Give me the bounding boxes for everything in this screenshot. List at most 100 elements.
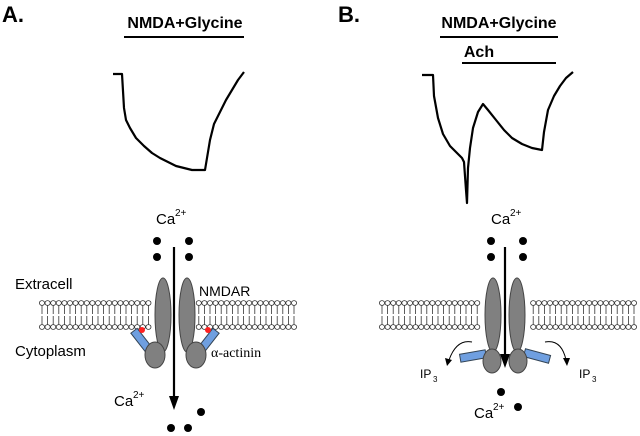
lipid-head: [535, 300, 542, 306]
lipid-head: [474, 324, 481, 330]
lipid-head: [412, 300, 419, 306]
panel-a-ca-top-label: Ca: [156, 211, 176, 228]
nmdar-subunit-right: [178, 277, 196, 353]
lipid-head: [390, 324, 397, 330]
lipid-head: [39, 324, 46, 330]
lipid-head: [44, 300, 51, 306]
lipid-head: [89, 300, 96, 306]
lipid-head: [608, 300, 615, 306]
panel-a-label: A.: [2, 2, 24, 27]
lipid-head: [262, 324, 269, 330]
lipid-head: [67, 300, 74, 306]
lipid-head: [401, 300, 408, 306]
lipid-head: [72, 324, 79, 330]
lipid-head: [552, 300, 559, 306]
lipid-head: [406, 300, 413, 306]
lipid-head: [591, 324, 598, 330]
lipid-head: [106, 324, 113, 330]
ip3-right-sub: 3: [592, 375, 597, 384]
lipid-head: [591, 300, 598, 306]
lipid-head: [128, 324, 135, 330]
lipid-head: [575, 324, 582, 330]
lipid-head: [195, 300, 202, 306]
ca-ion: [514, 403, 522, 411]
lipid-head: [462, 300, 469, 306]
lipid-head: [262, 300, 269, 306]
lipid-head: [535, 324, 542, 330]
panel-b-current-trace: [422, 71, 574, 205]
lipid-head: [580, 324, 587, 330]
ca-ion: [519, 253, 527, 261]
lipid-head: [67, 324, 74, 330]
lipid-head: [423, 300, 430, 306]
lipid-head: [240, 300, 247, 306]
lipid-head: [530, 324, 537, 330]
lipid-head: [201, 300, 208, 306]
ip3-right-label: IP: [579, 367, 590, 381]
lipid-head: [547, 300, 554, 306]
lipid-head: [390, 300, 397, 306]
lipid-head: [603, 300, 610, 306]
panel-a-ca-bottom-label: Ca: [114, 393, 134, 410]
lipid-head: [128, 300, 135, 306]
panel-a-cytoplasm-label: Cytoplasm: [15, 343, 86, 360]
lipid-head: [234, 300, 241, 306]
lipid-head: [212, 300, 219, 306]
lipid-head: [251, 300, 258, 306]
ca-ion: [184, 424, 192, 432]
lipid-head: [547, 324, 554, 330]
lipid-head: [240, 324, 247, 330]
lipid-head: [384, 300, 391, 306]
lipid-head: [95, 300, 102, 306]
lipid-head: [285, 300, 292, 306]
lipid-head: [229, 300, 236, 306]
lipid-head: [631, 324, 638, 330]
ca-ion: [487, 237, 495, 245]
lipid-head: [285, 324, 292, 330]
c-terminal-left: [144, 341, 166, 369]
lipid-head: [134, 300, 141, 306]
lipid-head: [246, 324, 253, 330]
lipid-head: [223, 324, 230, 330]
panel-a-ca-top-sup: 2+: [175, 208, 187, 219]
lipid-head: [218, 324, 225, 330]
lipid-head: [100, 300, 107, 306]
lipid-head: [145, 324, 152, 330]
lipid-head: [44, 324, 51, 330]
anchor-right: [205, 327, 211, 333]
lipid-head: [418, 324, 425, 330]
lipid-head: [558, 300, 565, 306]
lipid-head: [257, 324, 264, 330]
panel-b-membrane: [378, 300, 638, 330]
ca-ion: [519, 237, 527, 245]
lipid-head: [83, 324, 90, 330]
lipid-head: [619, 300, 626, 306]
lipid-head: [474, 300, 481, 306]
lipid-head: [61, 300, 68, 306]
actinin-left-released: [458, 349, 488, 363]
ip3-right-arrow: [544, 341, 567, 361]
lipid-head: [123, 300, 130, 306]
lipid-head: [290, 324, 297, 330]
lipid-head: [569, 300, 576, 306]
lipid-head: [268, 300, 275, 306]
lipid-head: [625, 324, 632, 330]
lipid-head: [55, 300, 62, 306]
lipid-head: [111, 324, 118, 330]
lipid-head: [412, 324, 419, 330]
panel-b-stim-label: NMDA+Glycine: [441, 15, 556, 32]
lipid-head: [246, 300, 253, 306]
lipid-head: [457, 324, 464, 330]
lipid-head: [446, 324, 453, 330]
lipid-head: [257, 300, 264, 306]
panel-a-stim-label: NMDA+Glycine: [127, 15, 242, 32]
panel-a-membrane: [39, 300, 297, 330]
nmdar-subunit-left: [154, 277, 172, 353]
panel-b-arrowhead: [500, 354, 510, 368]
lipid-head: [229, 324, 236, 330]
ip3-left-label: IP: [420, 367, 431, 381]
lipid-head: [378, 324, 385, 330]
lipid-head: [55, 324, 62, 330]
lipid-head: [206, 300, 213, 306]
